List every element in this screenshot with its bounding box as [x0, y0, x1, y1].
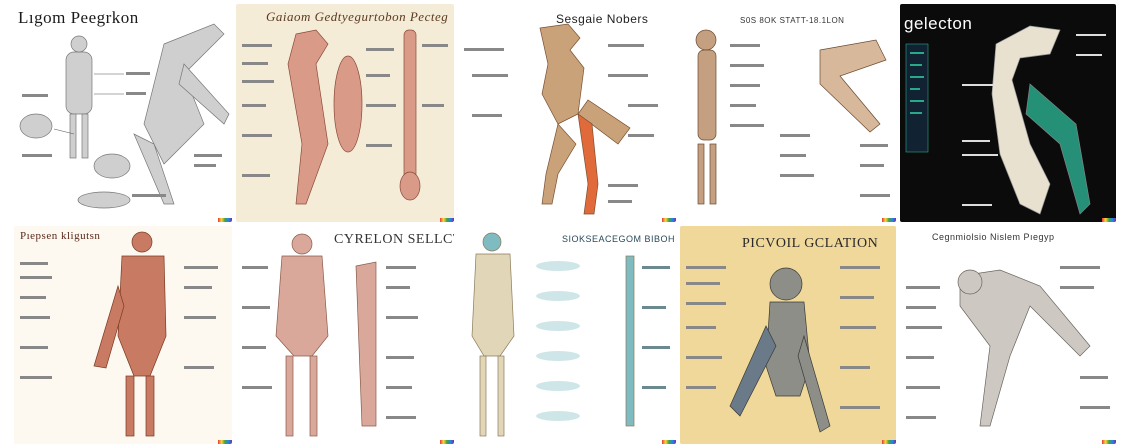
color-swatch-icon: [218, 218, 232, 222]
tile-title: Sesgaie Nobers: [556, 12, 648, 26]
skeleton-illustration: [236, 4, 454, 222]
skeleton-illustration: [14, 226, 232, 444]
skeleton-illustration: [900, 4, 1116, 222]
tile-title: CYRELON SELLCTON: [334, 232, 454, 248]
skeleton-illustration: [680, 226, 896, 444]
skeleton-illustration: [900, 226, 1116, 444]
image-tile-3[interactable]: Sesgaie Nobers: [458, 4, 676, 222]
skeleton-illustration: [458, 226, 676, 444]
image-tile-4[interactable]: S0S 8OK STATT-18.1LON: [680, 4, 896, 222]
image-tile-8[interactable]: SIOKSEACEGOM BIBOH: [458, 226, 676, 444]
skeleton-illustration: [236, 226, 454, 444]
color-swatch-icon: [1102, 440, 1116, 444]
image-tile-7[interactable]: CYRELON SELLCTON: [236, 226, 454, 444]
image-tile-2[interactable]: Gaiaom Gedtyegurtobon Pecteg: [236, 4, 454, 222]
image-tile-10[interactable]: Cegnmiolsio Nislem Pıegyp: [900, 226, 1116, 444]
tile-title: Cegnmiolsio Nislem Pıegyp: [932, 232, 1055, 242]
image-tile-6[interactable]: Pıepsen kligutsn: [14, 226, 232, 444]
color-swatch-icon: [1102, 218, 1116, 222]
tile-title: gelecton: [904, 14, 972, 34]
skeleton-illustration: [680, 4, 896, 222]
color-swatch-icon: [662, 440, 676, 444]
tile-title: Gaiaom Gedtyegurtobon Pecteg: [266, 9, 448, 25]
color-swatch-icon: [440, 440, 454, 444]
tile-title: PICVOIL GCLATION: [742, 236, 878, 252]
color-swatch-icon: [662, 218, 676, 222]
color-swatch-icon: [218, 440, 232, 444]
tile-title: S0S 8OK STATT-18.1LON: [740, 16, 844, 25]
tile-title: SIOKSEACEGOM BIBOH: [562, 234, 675, 244]
image-tile-5[interactable]: gelecton: [900, 4, 1116, 222]
skeleton-illustration: [14, 4, 232, 222]
color-swatch-icon: [882, 440, 896, 444]
image-tile-9[interactable]: PICVOIL GCLATION: [680, 226, 896, 444]
tile-title: Lıgom Peegrkon: [18, 8, 139, 28]
color-swatch-icon: [440, 218, 454, 222]
tile-title: Pıepsen kligutsn: [20, 230, 100, 242]
skeleton-illustration: [458, 4, 676, 222]
color-swatch-icon: [882, 218, 896, 222]
image-tile-1[interactable]: Lıgom Peegrkon: [14, 4, 232, 222]
